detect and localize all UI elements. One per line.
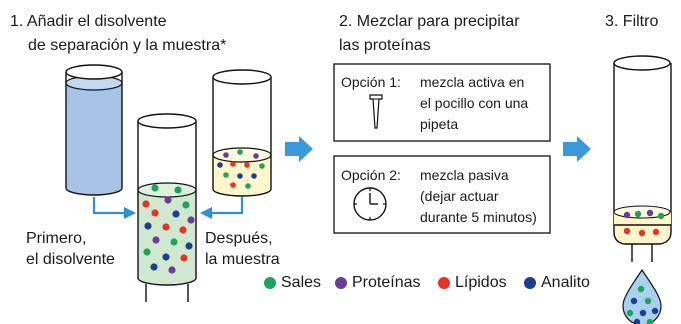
particle-dot: [237, 173, 243, 179]
particle-dot: [623, 227, 631, 235]
particle-dot: [237, 149, 243, 155]
mixture-tube: [137, 113, 197, 302]
particle-dot: [164, 196, 172, 204]
step-3-title: 3. Filtro: [605, 13, 659, 30]
caption-first-line2: el disolvente: [26, 251, 115, 268]
option-2-box: [333, 155, 551, 234]
solvent-tube: [65, 64, 123, 196]
legend-marker-proteínas: [335, 277, 347, 289]
particle-dot: [185, 242, 193, 250]
particle-dot: [230, 161, 236, 167]
particle-dot: [162, 223, 170, 231]
step-2-subtitle: las proteínas: [339, 37, 431, 54]
particle-dot: [187, 216, 195, 224]
particle-dot: [230, 182, 236, 188]
legend-label-sales: Sales: [281, 274, 322, 291]
particle-dot: [172, 210, 180, 218]
mixture-surface: [137, 182, 197, 198]
particle-dot: [179, 226, 187, 234]
clock-icon: [353, 187, 387, 221]
particle-dot: [143, 248, 151, 256]
particle-dot: [144, 222, 152, 230]
connector-sample-to-mixture: [200, 197, 244, 219]
step-arrow-1: [285, 136, 313, 162]
droplet-icon: [622, 268, 662, 324]
particle-dot: [652, 228, 660, 236]
solvent-fill: [66, 83, 122, 188]
legend-label-lipidos: Lípidos: [455, 274, 507, 291]
filter-tube: [613, 55, 672, 262]
option-1-line3: pipeta: [420, 116, 459, 132]
particle-dot: [223, 152, 229, 158]
particle-dot: [170, 238, 178, 246]
particle-dot: [623, 211, 631, 219]
legend-label-analito: Analito: [541, 274, 590, 291]
legend-markers: [264, 277, 536, 289]
caption-after-line2: la muestra: [205, 251, 280, 268]
option-1-line1: mezcla activa en: [420, 74, 525, 90]
particle-dot: [142, 200, 150, 208]
particle-dot: [152, 236, 160, 244]
particle-dot: [646, 209, 654, 217]
particle-dot: [639, 309, 647, 317]
particle-dot: [630, 297, 638, 305]
caption-first-line1: Primero,: [26, 230, 87, 247]
particle-dot: [251, 173, 257, 179]
particle-dot: [634, 210, 642, 218]
particle-dot: [168, 266, 176, 274]
option-1-line2: el pocillo con una: [420, 95, 529, 111]
particle-dot: [646, 318, 654, 324]
particle-dot: [223, 172, 229, 178]
particle-dot: [151, 209, 159, 217]
connector-solvent-to-mixture: [92, 197, 136, 219]
particle-dot: [651, 307, 659, 315]
pipette-icon: [369, 94, 383, 129]
particle-dot: [245, 183, 251, 189]
particle-dot: [150, 263, 158, 271]
step-1-subtitle: de separación y la muestra*: [28, 37, 227, 54]
step-1-title: 1. Añadir el disolvente: [10, 13, 167, 30]
option-1-box: [333, 63, 551, 142]
particle-dot: [151, 184, 159, 192]
particle-dot: [162, 253, 170, 261]
legend-marker-sales: [264, 277, 276, 289]
step-2-title: 2. Mezclar para precipitar: [339, 13, 520, 30]
particle-dot: [259, 163, 265, 169]
particle-dot: [633, 318, 641, 324]
legend-marker-lípidos: [438, 277, 450, 289]
particle-dot: [217, 162, 223, 168]
particle-dot: [253, 153, 259, 159]
caption-after-line1: Después,: [205, 230, 273, 247]
legend-label-proteinas: Proteínas: [352, 274, 421, 291]
particle-dot: [626, 309, 634, 317]
particle-dot: [638, 229, 646, 237]
particle-dot: [180, 254, 188, 262]
sample-tube: [212, 69, 272, 197]
option-2-line3: durante 5 minutos): [420, 209, 537, 225]
particle-dot: [644, 297, 652, 305]
particle-dot: [657, 212, 665, 220]
option-1-name: Opción 1:: [341, 74, 401, 90]
particle-dot: [182, 201, 190, 209]
option-2-line1: mezcla pasiva: [420, 167, 509, 183]
step-arrow-2: [563, 136, 591, 162]
particle-dot: [174, 186, 182, 194]
option-2-line2: (dejar actuar: [420, 188, 499, 204]
particle-dot: [244, 162, 250, 168]
particle-dot: [637, 285, 645, 293]
option-2-name: Opción 2:: [341, 167, 401, 183]
legend-marker-analito: [524, 277, 536, 289]
